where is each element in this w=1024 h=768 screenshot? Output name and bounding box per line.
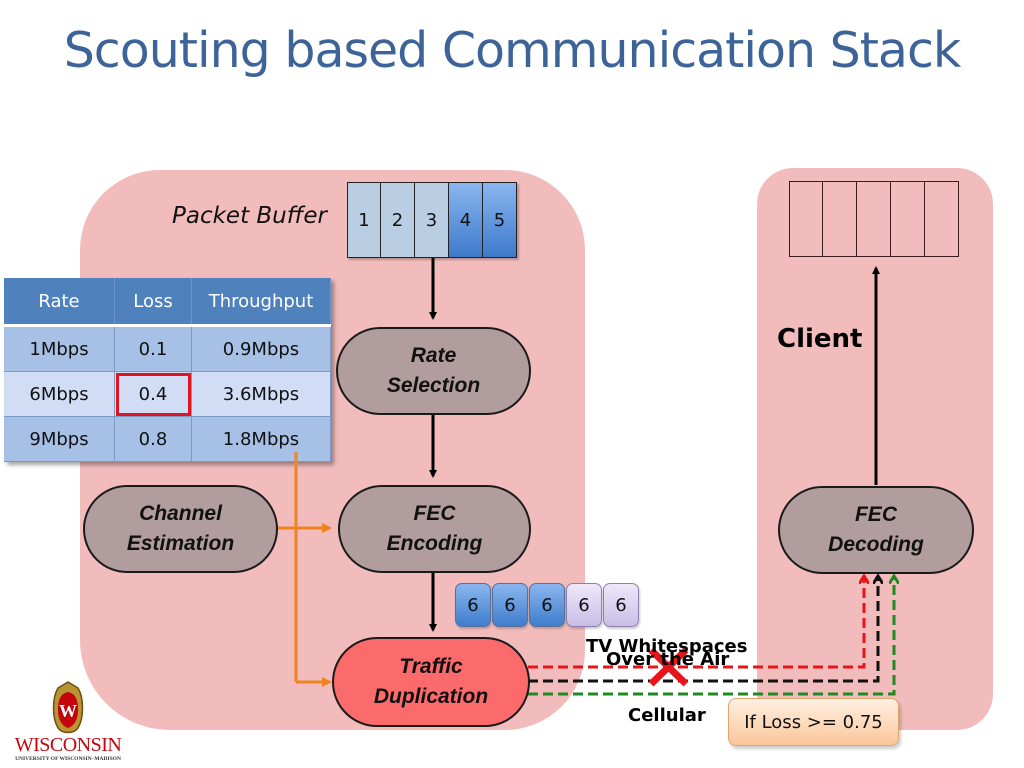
node-label-line: Channel <box>139 502 222 525</box>
cellular-label: Cellular <box>628 705 706 726</box>
client-buffer-slot <box>823 181 857 257</box>
throughput-cell: 0.9Mbps <box>191 325 331 372</box>
node-label-line: Encoding <box>386 532 483 555</box>
packet: 4 <box>449 182 483 258</box>
table-header: Loss <box>114 278 192 327</box>
logo-subtitle: UNIVERSITY OF WISCONSIN–MADISON <box>15 756 121 762</box>
packet: 5 <box>483 182 517 258</box>
slide-title: Scouting based Communication Stack <box>63 22 962 79</box>
loss-condition-box: If Loss >= 0.75 <box>728 698 899 746</box>
cellular-link <box>528 576 894 696</box>
table-header: Throughput <box>191 278 331 327</box>
table-row: 6Mbps 0.4 3.6Mbps <box>4 371 331 417</box>
rate-cell: 9Mbps <box>4 416 115 462</box>
fec-encoding-node: FEC Encoding <box>338 485 531 573</box>
table-row: 9Mbps 0.8 1.8Mbps <box>4 416 331 462</box>
svg-text:W: W <box>59 701 77 721</box>
table-row: 1Mbps 0.1 0.9Mbps <box>4 325 331 372</box>
tv-whitespaces-label: TV Whitespaces <box>586 636 748 657</box>
data-chunk: 6 <box>529 583 565 627</box>
loss-cell-highlighted: 0.4 <box>114 371 192 417</box>
over-the-air-link <box>528 576 878 683</box>
over-the-air-label: Over the Air <box>606 649 730 670</box>
node-label-line: Duplication <box>373 685 489 708</box>
rate-cell: 6Mbps <box>4 371 115 417</box>
node-label-line: Traffic <box>399 655 463 678</box>
data-chunk: 6 <box>455 583 491 627</box>
node-label-line: FEC <box>413 502 456 525</box>
client-buffer-slot <box>891 181 925 257</box>
client-buffer <box>789 181 959 257</box>
rate-loss-table: Rate Loss Throughput 1Mbps 0.1 0.9Mbps 6… <box>4 278 331 462</box>
data-chunk: 6 <box>492 583 528 627</box>
node-label-line: Rate <box>410 344 457 367</box>
node-label-line: Estimation <box>126 532 235 555</box>
parity-chunk: 6 <box>566 583 602 627</box>
university-logo: W WISCONSIN UNIVERSITY OF WISCONSIN–MADI… <box>6 680 130 766</box>
node-label-line: FEC <box>854 503 897 526</box>
fec-decoding-node: FEC Decoding <box>778 486 974 574</box>
node-label-line: Decoding <box>828 533 924 556</box>
crest-icon: W <box>52 681 84 734</box>
packet: 2 <box>381 182 415 258</box>
link-failure-cross-icon <box>648 647 689 687</box>
packet-buffer: 1 2 3 4 5 <box>347 182 517 258</box>
loss-cell: 0.8 <box>114 416 192 462</box>
packet-buffer-label: Packet Buffer <box>172 203 327 229</box>
packet: 3 <box>415 182 449 258</box>
tvws-link <box>528 576 864 669</box>
logo-wordmark: WISCONSIN <box>14 734 122 756</box>
throughput-cell: 3.6Mbps <box>191 371 331 417</box>
loss-cell: 0.1 <box>114 325 192 372</box>
encoded-chunks: 6 6 6 6 6 <box>455 583 640 627</box>
client-buffer-slot <box>789 181 823 257</box>
table-header: Rate <box>4 278 115 327</box>
parity-chunk: 6 <box>603 583 639 627</box>
client-buffer-slot <box>857 181 891 257</box>
rate-cell: 1Mbps <box>4 325 115 372</box>
node-label-line: Selection <box>386 374 481 397</box>
throughput-cell: 1.8Mbps <box>191 416 331 462</box>
client-buffer-slot <box>925 181 959 257</box>
client-label: Client <box>777 324 863 354</box>
packet: 1 <box>347 182 381 258</box>
